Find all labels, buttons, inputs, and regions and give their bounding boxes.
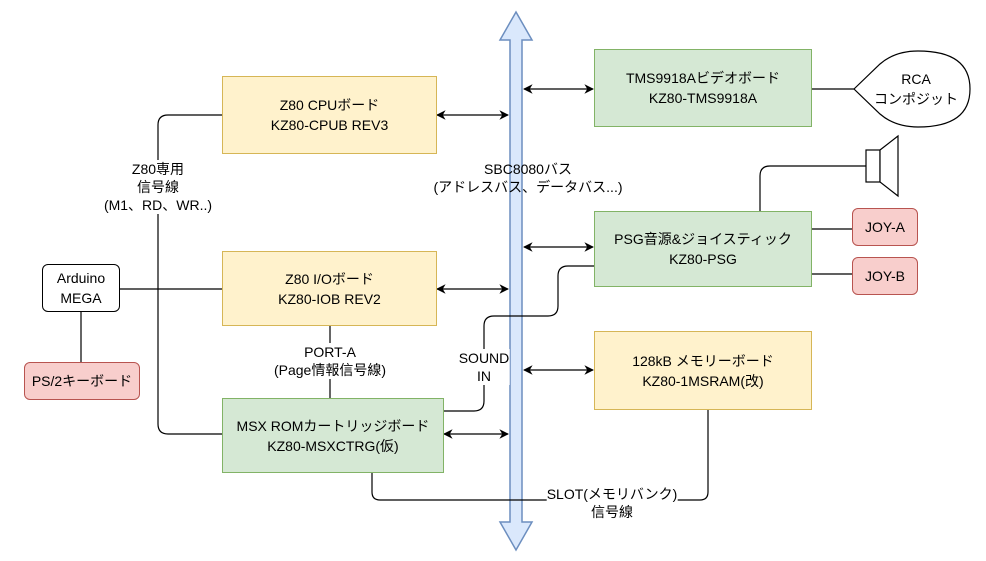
cpu-board[interactable]: Z80 CPUボード KZ80-CPUB REV3 (222, 76, 437, 154)
slot-label-line2: 信号線 (591, 504, 633, 520)
io-board-title: Z80 I/Oボード (285, 270, 374, 287)
tms-video-board[interactable]: TMS9918Aビデオボード KZ80-TMS9918A (594, 49, 812, 127)
psg-board-title: PSG音源&ジョイスティック (614, 231, 792, 247)
psg-board-model: KZ80-PSG (669, 251, 737, 267)
sbc8080-bus (498, 10, 534, 552)
z80-signal-line (157, 114, 222, 435)
msx-board-model: KZ80-MSXCTRG(仮) (267, 437, 399, 454)
porta-label-line1: PORT-A (304, 344, 356, 360)
cpu-board-title: Z80 CPUボード (279, 97, 380, 113)
slot-label-line1: SLOT(メモリバンク) (546, 486, 678, 502)
bus-label-line1: SBC8080バス (484, 161, 572, 177)
memory-board-title: 128kB メモリーボード (632, 352, 774, 369)
bus-label: SBC8080バス (アドレスバス、データバス...) (434, 160, 623, 196)
rca-subtitle: コンポジット (874, 91, 958, 107)
memory-board[interactable]: 128kB メモリーボード KZ80-1MSRAM(改) (594, 331, 812, 410)
z80-signal-label-line1: Z80専用 (131, 161, 185, 177)
sound-in-line (444, 265, 594, 412)
porta-label-line2: (Page情報信号線) (273, 362, 387, 378)
joystick-b[interactable]: JOY-B (852, 257, 918, 295)
sound-in-label-line1: SOUND (458, 350, 510, 366)
io-board-model: KZ80-IOB REV2 (278, 290, 381, 307)
msx-board-title: MSX ROMカートリッジボード (236, 417, 430, 434)
bus-label-line2: (アドレスバス、データバス...) (433, 179, 623, 195)
ps2-keyboard[interactable]: PS/2キーボード (24, 362, 140, 400)
rca-composite[interactable]: RCA コンポジット (864, 64, 968, 114)
cpu-board-model: KZ80-CPUB REV3 (270, 117, 389, 133)
arduino-model: MEGA (60, 290, 102, 306)
joyb-label: JOY-B (865, 268, 905, 284)
ps2-keyboard-label: PS/2キーボード (31, 373, 133, 389)
io-board[interactable]: Z80 I/Oボード KZ80-IOB REV2 (222, 251, 437, 326)
z80-signal-label-line2: 信号線 (136, 179, 179, 195)
tms-board-model: KZ80-TMS9918A (648, 90, 758, 106)
porta-label: PORT-A (Page情報信号線) (273, 343, 387, 379)
psg-speaker-line (759, 165, 866, 211)
sound-in-label: SOUND IN (458, 349, 510, 385)
z80-signal-label: Z80専用 信号線 (M1、RD、WR..) (103, 160, 213, 214)
speaker-icon (865, 134, 899, 198)
rca-title: RCA (901, 71, 931, 87)
arduino-mega[interactable]: Arduino MEGA (42, 264, 120, 312)
memory-board-model: KZ80-1MSRAM(改) (642, 372, 764, 389)
slot-label: SLOT(メモリバンク) 信号線 (546, 485, 678, 521)
z80-signal-label-line3: (M1、RD、WR..) (103, 197, 213, 213)
psg-joystick-board[interactable]: PSG音源&ジョイスティック KZ80-PSG (594, 211, 812, 287)
joya-label: JOY-A (865, 219, 905, 235)
rca-display-shape (853, 50, 971, 128)
tms-board-title: TMS9918Aビデオボード (625, 70, 781, 86)
joystick-a[interactable]: JOY-A (852, 208, 918, 246)
arduino-title: Arduino (56, 270, 106, 286)
sound-in-label-line2: IN (477, 368, 491, 384)
slot-line (371, 410, 709, 501)
msx-cartridge-board[interactable]: MSX ROMカートリッジボード KZ80-MSXCTRG(仮) (222, 398, 444, 473)
